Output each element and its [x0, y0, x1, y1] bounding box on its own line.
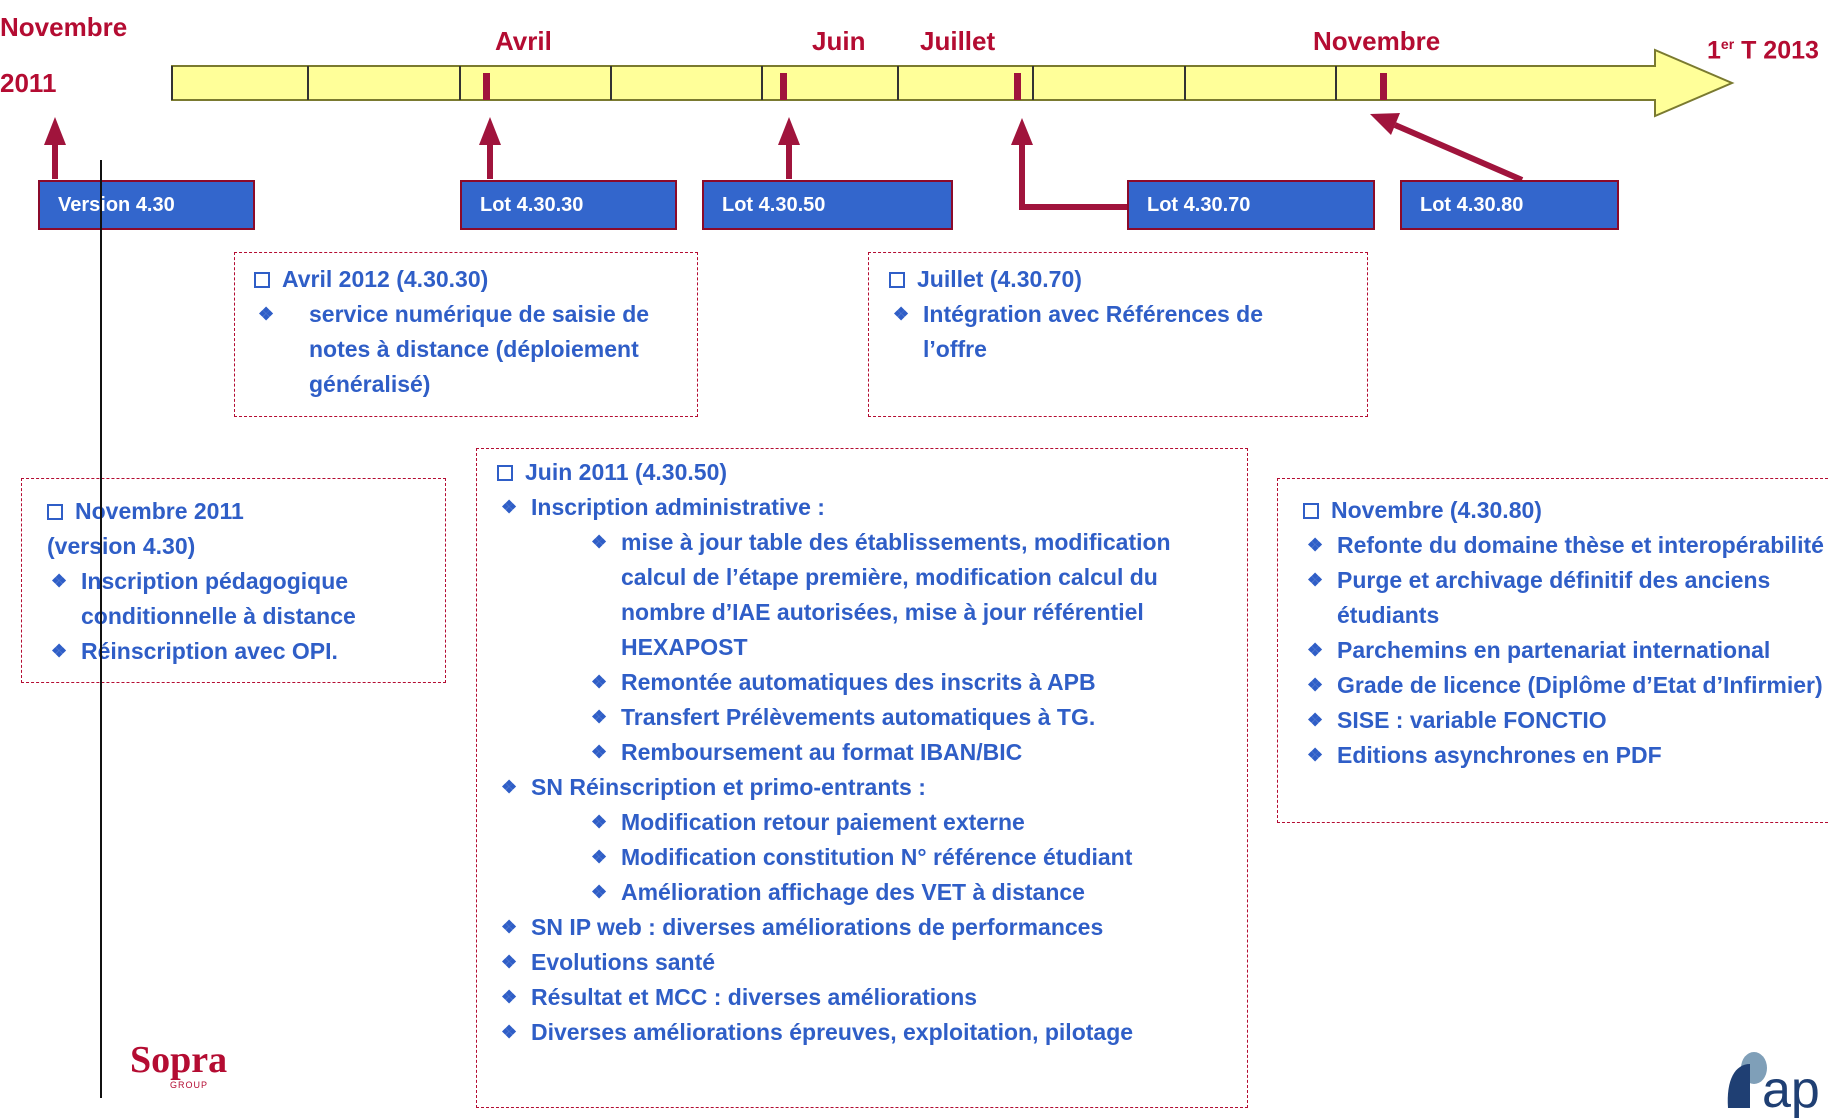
box-novembre-2011-title-line1: Novembre 2011 [47, 494, 435, 529]
box-juin-subitem: Amélioration affichage des VET à distanc… [587, 875, 1237, 910]
box-juin-item: Résultat et MCC : diverses améliorations [497, 980, 1237, 1015]
box-juin-item: Diverses améliorations épreuves, exploit… [497, 1015, 1237, 1050]
lot-43030: Lot 4.30.30 [460, 180, 677, 230]
lot-version-430: Version 4.30 [38, 180, 255, 230]
box-novembre-item: Editions asynchrones en PDF [1303, 738, 1828, 773]
box-novembre-2011-title-line2: (version 4.30) [47, 533, 196, 559]
amue-logo-mark [1727, 1052, 1767, 1108]
amue-logo-text: ap [1762, 1061, 1820, 1119]
end-label-sup: er [1720, 36, 1735, 52]
box-juillet-item: Intégration avec Références de l’offre [889, 297, 1303, 367]
box-novembre-43080: Novembre (4.30.80) Refonte du domaine th… [1277, 478, 1828, 823]
end-label-base: 1 [1707, 36, 1721, 65]
box-avril-title: Avril 2012 (4.30.30) [254, 262, 681, 297]
month-label-juin: Juin [812, 26, 866, 56]
box-novembre-item: Parchemins en partenariat international [1303, 633, 1828, 668]
timeline-end-label: 1er T 2013 [1707, 36, 1819, 65]
checkbox-square-icon [1303, 503, 1319, 519]
box-novembre-item: SISE : variable FONCTIO [1303, 703, 1828, 738]
arrow-version-430 [44, 117, 66, 179]
checkbox-square-icon [497, 465, 513, 481]
arrow-lot-43030 [479, 117, 501, 179]
arrow-lot-43050 [778, 117, 800, 179]
box-juillet-title: Juillet (4.30.70) [889, 262, 1351, 297]
box-juin-item: Evolutions santé [497, 945, 1237, 980]
checkbox-square-icon [889, 272, 905, 288]
month-label-juillet: Juillet [920, 26, 996, 56]
timeline-arrow [171, 48, 1735, 118]
box-novembre-title: Novembre (4.30.80) [1303, 493, 1828, 528]
end-label-rest: T 2013 [1734, 36, 1819, 65]
timeline-ticks [171, 66, 1337, 100]
arrow-lot-43080 [1370, 113, 1524, 183]
box-juin-subitem: Remboursement au format IBAN/BIC [587, 735, 1237, 770]
box-juin-subitem: mise à jour table des établissements, mo… [587, 525, 1206, 665]
sopra-logo-text: Sopra [130, 1039, 228, 1081]
timeline-start-label-line1: Novembre [0, 12, 128, 42]
vertical-guide-line [100, 160, 102, 1098]
box-juin-subitem: Modification retour paiement externe [587, 805, 1237, 840]
timeline-start-label-line2: 2011 [0, 68, 57, 98]
box-juin-item: Inscription administrative : [497, 490, 1237, 525]
box-juin-subitem: Remontée automatiques des inscrits à APB [587, 665, 1237, 700]
box-juin-subitem: Modification constitution N° référence é… [587, 840, 1237, 875]
month-label-avril: Avril [495, 26, 552, 56]
box-juin-item: SN Réinscription et primo-entrants : [497, 770, 1237, 805]
box-juillet-43070: Juillet (4.30.70) Intégration avec Référ… [868, 252, 1368, 417]
box-novembre-item: Refonte du domaine thèse et interopérabi… [1303, 528, 1828, 563]
lot-43050: Lot 4.30.50 [702, 180, 953, 230]
checkbox-square-icon [47, 504, 63, 520]
sopra-logo: Sopra GROUP [130, 1040, 227, 1090]
box-novembre-2011-item: Réinscription avec OPI. [47, 634, 435, 669]
box-avril-43030: Avril 2012 (4.30.30) service numérique d… [234, 252, 698, 417]
checkbox-square-icon [254, 272, 270, 288]
box-juin-subitem: Transfert Prélèvements automatiques à TG… [587, 700, 1237, 735]
box-novembre-item: Purge et archivage définitif des anciens… [1303, 563, 1797, 633]
box-novembre-2011: Novembre 2011 (version 4.30) Inscription… [21, 478, 446, 683]
sopra-logo-subtext: GROUP [170, 1080, 209, 1090]
box-novembre-2011-item: Inscription pédagogique conditionnelle à… [47, 564, 381, 634]
box-avril-item: service numérique de saisie de notes à d… [254, 297, 681, 402]
box-juin-item: SN IP web : diverses améliorations de pe… [497, 910, 1237, 945]
arrow-lot-43070 [1011, 118, 1127, 210]
box-juin-43050: Juin 2011 (4.30.50) Inscription administ… [476, 448, 1248, 1108]
box-novembre-item: Grade de licence (Diplôme d’Etat d’Infir… [1303, 668, 1828, 703]
timeline-markers [483, 73, 1387, 100]
lot-43080: Lot 4.30.80 [1400, 180, 1619, 230]
month-label-novembre: Novembre [1313, 26, 1441, 56]
timeline-graphic [44, 48, 1735, 210]
box-juin-title: Juin 2011 (4.30.50) [497, 455, 1237, 490]
lot-43070: Lot 4.30.70 [1127, 180, 1375, 230]
